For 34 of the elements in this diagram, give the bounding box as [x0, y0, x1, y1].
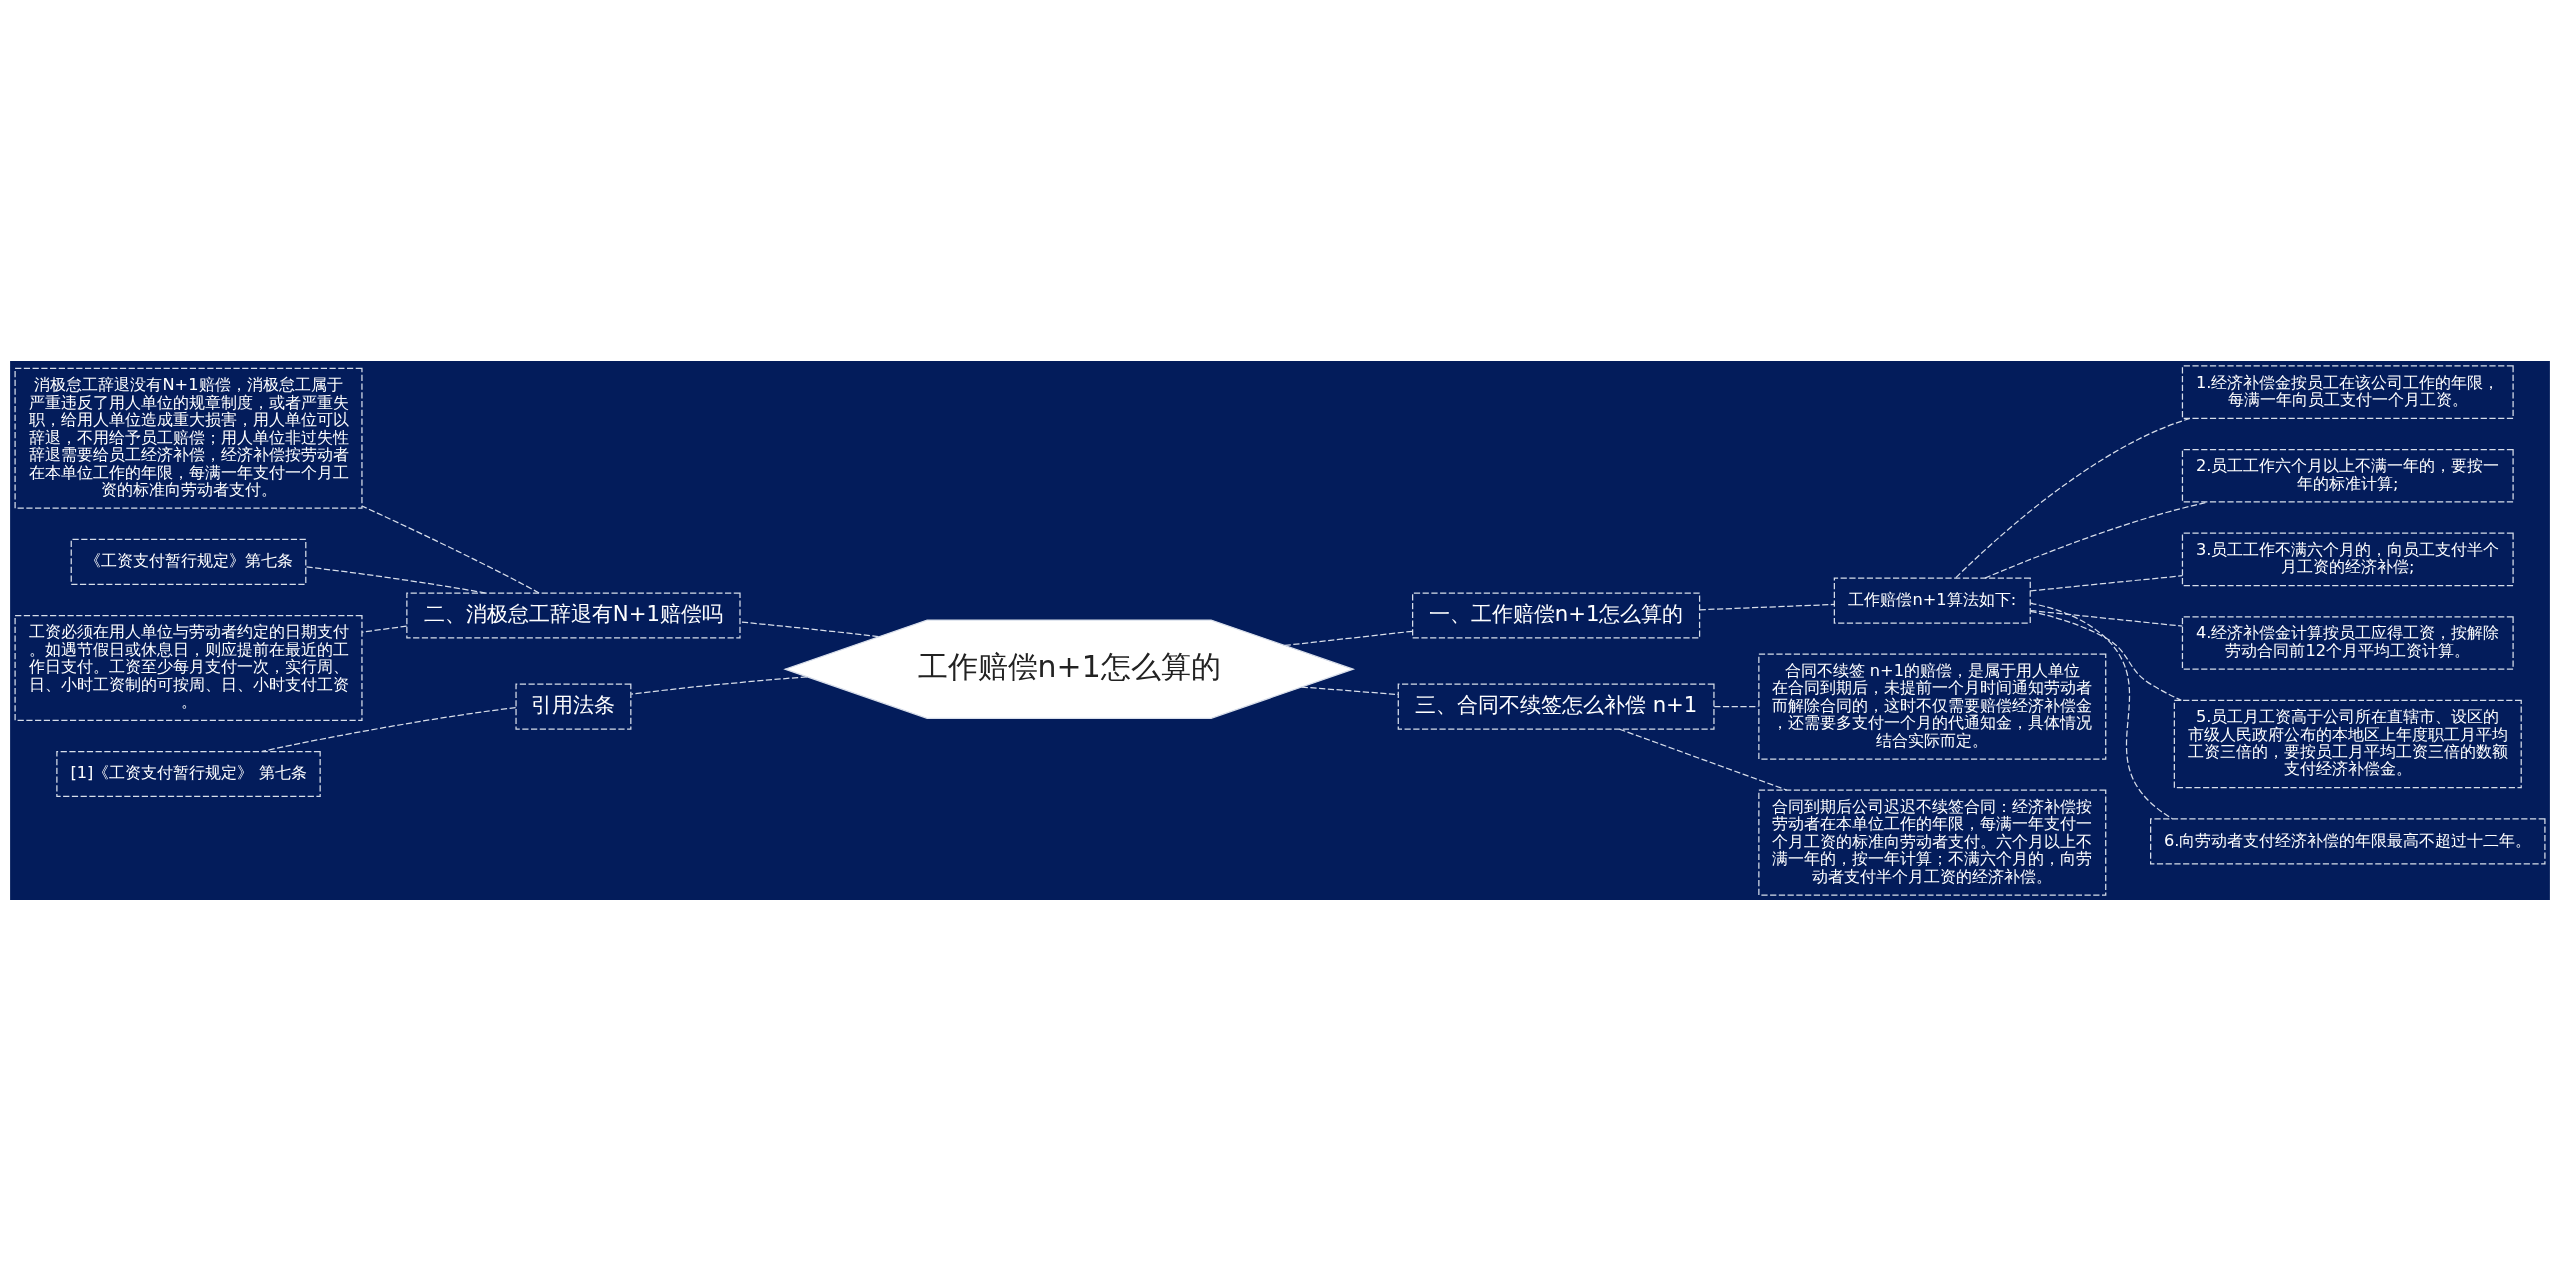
connector	[1618, 728, 1788, 791]
connector	[1984, 501, 2209, 579]
connector	[1301, 686, 1399, 696]
node-box: 合同不续签 n+1的赔偿，是属于用人单位在合同到期后，未提前一个月时间通知劳动者而解除合同的，这时不仅需要赔偿经济补偿金，还需要多支付一个月的代通知金，具体情况结合实际而定。	[1758, 653, 2107, 760]
connector	[1284, 630, 1414, 647]
node-box: 3.员工工作不满六个月的，向员工支付半个月工资的经济补偿;	[2181, 532, 2514, 587]
node-box: 消极怠工辞退没有N+1赔偿，消极怠工属于严重违反了用人单位的规章制度，或者严重失职，给用人单位造成重大损害，用人单位可以辞退，不用给予员工赔偿；用人单位非过失性辞退需要给员工经济补偿，经济补偿按劳动者在本单位工作的年限，每满一年支付一个月工资的标准向劳动者支付。	[14, 367, 363, 509]
node-box: 5.员工月工资高于公司所在直辖市、设区的市级人民政府公布的本地区上年度职工月平均工资三倍的，要按员工月平均工资三倍的数额支付经济补偿金。	[2173, 699, 2522, 789]
node-box: 二、消极怠工辞退有N+1赔偿吗	[406, 592, 741, 639]
node-box: [1]《工资支付暂行规定》 第七条	[56, 750, 321, 798]
connector	[305, 566, 487, 594]
node-box: 一、工作赔偿n+1怎么算的	[1412, 592, 1701, 639]
connector	[1955, 417, 2191, 579]
connector	[2029, 575, 2184, 592]
connector	[261, 707, 517, 753]
connector	[2029, 609, 2184, 627]
connector	[1713, 706, 1759, 708]
node-box: 三、合同不续签怎么补偿 n+1	[1397, 683, 1715, 730]
connector	[1699, 603, 1835, 611]
connector	[361, 505, 540, 594]
connector	[630, 676, 808, 695]
node-box: 4.经济补偿金计算按员工应得工资，按解除劳动合同前12个月平均工资计算。	[2181, 616, 2514, 670]
connector	[739, 621, 880, 638]
node-box: 工资必须在用人单位与劳动者约定的日期支付。如遇节假日或休息日，则应提前在最近的工作日支付。工资至少每月支付一次，实行周、日、小时工资制的可按周、日、小时支付工资。	[14, 614, 363, 721]
connector	[2029, 602, 2173, 820]
node-box: 合同到期后公司迟迟不续签合同：经济补偿按劳动者在本单位工作的年限，每满一年支付一个月工资的标准向劳动者支付。六个月以上不满一年的，按一年计算；不满六个月的，向劳动者支付半个月工资的经济补偿。	[1758, 789, 2107, 896]
node-box: 1.经济补偿金按员工在该公司工作的年限，每满一年向员工支付一个月工资。	[2181, 365, 2514, 419]
node-box: 6.向劳动者支付经济补偿的年限最高不超过十二年。	[2150, 818, 2546, 865]
node-box: 2.员工工作六个月以上不满一年的，要按一年的标准计算;	[2181, 448, 2514, 503]
node-box: 工作赔偿n+1算法如下:	[1833, 577, 2031, 624]
connector	[361, 625, 408, 633]
node-box: 《工资支付暂行规定》第七条	[70, 538, 307, 585]
connector	[2029, 610, 2182, 701]
node-box: 引用法条	[515, 683, 632, 730]
